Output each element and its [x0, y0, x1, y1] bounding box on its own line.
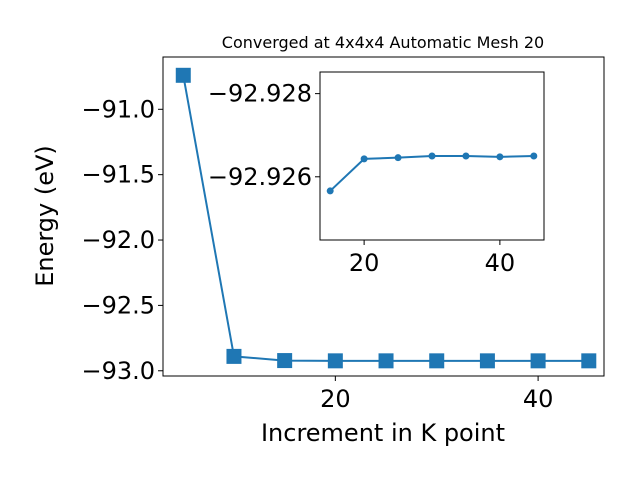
main-point [226, 348, 242, 364]
main-y-tick-label: −91.5 [81, 161, 155, 189]
main-frame [162, 56, 605, 377]
inset-point [428, 152, 436, 160]
main-point [378, 353, 394, 369]
main-point [327, 353, 343, 369]
inset-point [496, 153, 504, 161]
main-point [277, 353, 293, 369]
inset-point [326, 187, 334, 195]
inset-point [462, 152, 470, 160]
inset-point [394, 154, 402, 162]
x-axis-label: Increment in K point [261, 419, 505, 447]
main-point [479, 353, 495, 369]
main-point [581, 353, 597, 369]
main-point [429, 353, 445, 369]
main-x-tick-label: 40 [523, 385, 554, 413]
inset-plot-area: 20 40 −92.928 −92.926 [208, 71, 545, 277]
inset-x-tick-label: 20 [349, 249, 380, 277]
inset-x-tick-label: 40 [485, 249, 516, 277]
main-y-tick-label: −93.0 [81, 357, 155, 385]
main-x-tick-label: 20 [320, 385, 351, 413]
main-y-tick-label: −92.0 [81, 226, 155, 254]
inset-y-tick-label: −92.926 [208, 163, 312, 191]
inset-frame [319, 71, 545, 241]
inset-y-tick-label: −92.928 [208, 80, 312, 108]
main-point [175, 67, 191, 83]
main-y-tick-label: −92.5 [81, 291, 155, 319]
main-y-tick-label: −91.0 [81, 95, 155, 123]
y-axis-label: Energy (eV) [31, 145, 59, 287]
inset-point [530, 152, 538, 160]
inset-point [360, 155, 368, 163]
main-point [530, 353, 546, 369]
chart-title: Converged at 4x4x4 Automatic Mesh 20 [222, 33, 544, 52]
